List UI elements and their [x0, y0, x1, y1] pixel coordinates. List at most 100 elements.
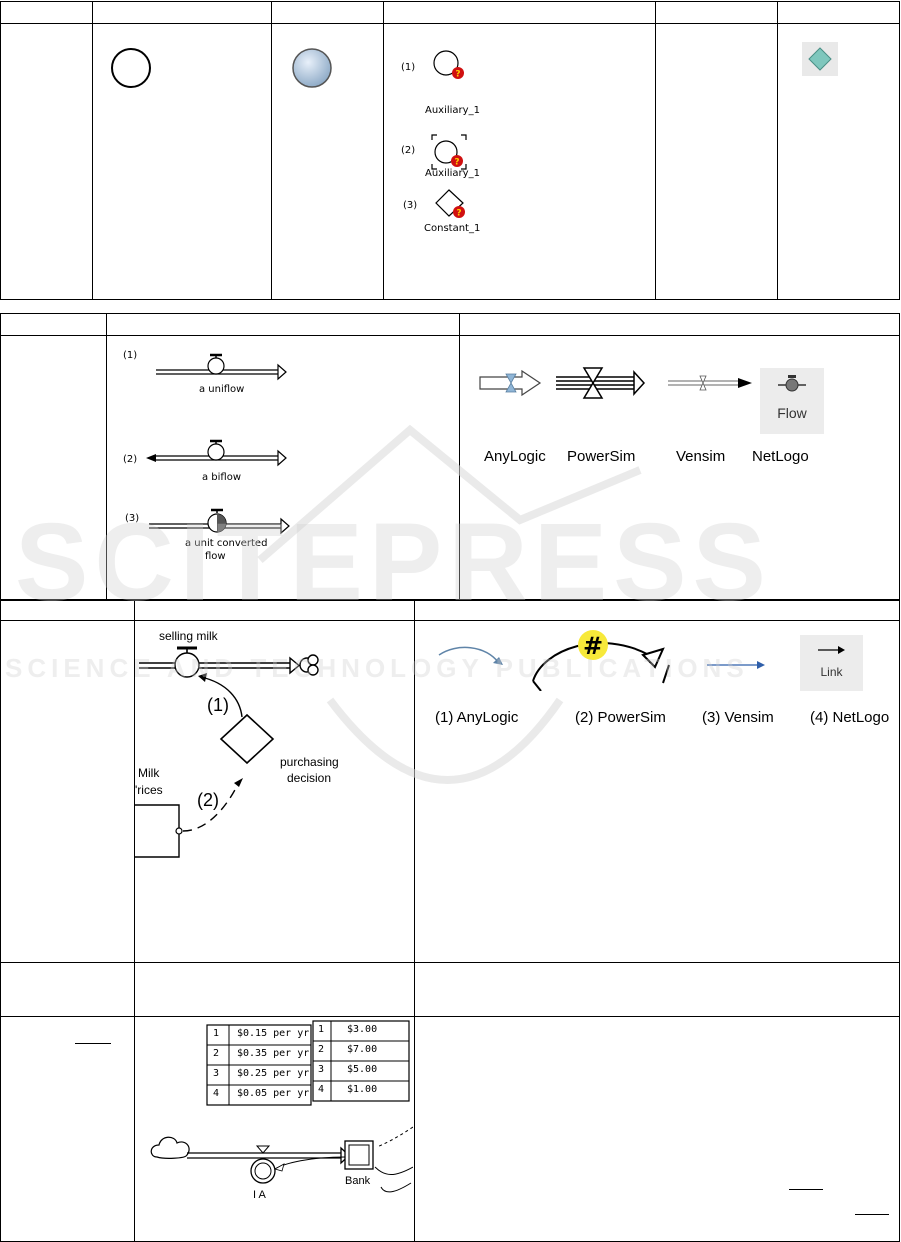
row-label-cell — [0, 23, 93, 300]
left-table-value: $0.25 per yr — [237, 1068, 310, 1079]
underline-mark — [789, 1189, 823, 1190]
header-cell — [655, 1, 778, 24]
stella-links-cell: selling milk purchasing decision Milk 'r… — [134, 620, 415, 963]
row-label-cell — [0, 620, 135, 963]
constant-help-icon: ? — [435, 189, 465, 219]
powersim-link-icon: # — [532, 630, 670, 691]
tool-links-cell: # Link (1) AnyLogic (2) PowerSim (3) Ven… — [414, 620, 900, 963]
flow-icon — [778, 375, 806, 392]
marker-3: (3) — [403, 200, 418, 211]
tool-label-vensim: (3) Vensim — [702, 709, 774, 726]
empty-cell — [414, 1016, 900, 1242]
unit-converted-flow-icon — [149, 508, 290, 535]
left-table-index: 4 — [213, 1088, 220, 1099]
auxiliary-selected-icon: ? — [431, 134, 467, 170]
tool-flows-cell: Flow AnyLogic PowerSim Vensim NetLogo — [459, 335, 900, 600]
row-label-cell — [0, 962, 135, 1017]
left-table-value: $0.15 per yr — [237, 1028, 310, 1039]
netlogo-link-label: Link — [820, 665, 843, 679]
tool-label-anylogic: AnyLogic — [484, 448, 546, 465]
uniflow-caption: a uniflow — [199, 384, 245, 395]
link-marker-2: (2) — [197, 790, 219, 810]
table-header-row — [0, 600, 900, 621]
svg-text:?: ? — [456, 209, 461, 219]
table-header-row — [0, 313, 900, 336]
auxiliary-caption: Auxiliary_1 — [425, 168, 480, 179]
table-row — [0, 962, 900, 1017]
vensim-variables-cell: (1) ? Auxiliary_1 (2) ? Auxiliary_1 (3) … — [383, 23, 656, 300]
table-row: 1 2 3 4 $0.15 per yr $0.35 per yr $0.25 … — [0, 1016, 900, 1242]
header-cell — [459, 313, 900, 336]
ia-label: I A — [253, 1189, 266, 1201]
underline-mark — [75, 1043, 111, 1044]
biflow-caption: a biflow — [202, 472, 242, 483]
table-row: (1) a uniflow (2) a biflow (3 — [0, 335, 900, 600]
table-flows: (1) a uniflow (2) a biflow (3 — [0, 313, 900, 600]
right-table-index: 4 — [318, 1084, 325, 1095]
underline-mark — [855, 1214, 889, 1215]
right-table-index: 3 — [318, 1064, 325, 1075]
unit-converted-caption-line1: a unit converted — [185, 538, 268, 549]
left-table-index: 3 — [213, 1068, 220, 1079]
auxiliary-caption: Auxiliary_1 — [425, 105, 480, 116]
graphical-function-diagram — [150, 1020, 413, 1193]
row-label-cell — [0, 335, 107, 600]
purchasing-label-line2: decision — [287, 771, 332, 785]
hash-glyph: # — [583, 632, 603, 660]
svg-text:?: ? — [454, 158, 459, 168]
netlogo-variable-cell — [777, 23, 900, 300]
empty-cell — [134, 962, 415, 1017]
anylogic-flow-icon — [479, 369, 542, 397]
right-table-value: $1.00 — [347, 1084, 378, 1095]
netlogo-flow-label: Flow — [777, 405, 807, 421]
marker-2: (2) — [123, 454, 138, 465]
tool-label-vensim: Vensim — [676, 448, 726, 465]
biflow-icon — [146, 439, 287, 467]
purchasing-label-line1: purchasing — [280, 755, 339, 769]
diamond-icon — [808, 47, 832, 71]
anylogic-link-icon — [438, 646, 503, 665]
powersim-aux-cell — [271, 23, 384, 300]
anylogic-auxiliary-icon — [111, 48, 151, 88]
auxiliary-help-icon: ? — [433, 50, 464, 80]
header-cell — [134, 600, 415, 621]
header-cell — [92, 1, 272, 24]
constant-caption: Constant_1 — [424, 223, 481, 234]
powersim-flow-icon — [556, 367, 646, 399]
right-table-value: $3.00 — [347, 1024, 378, 1035]
left-table-value: $0.05 per yr — [237, 1088, 310, 1099]
row-label-cell — [0, 1016, 135, 1242]
milk-prices-label-line1: Milk — [138, 766, 160, 780]
tool-label-netlogo: NetLogo — [752, 448, 809, 465]
marker-1: (1) — [123, 350, 138, 361]
svg-text:?: ? — [455, 70, 460, 80]
table-row: (1) ? Auxiliary_1 (2) ? Auxiliary_1 (3) … — [0, 23, 900, 300]
tool-label-powersim: PowerSim — [567, 448, 636, 465]
right-table-value: $7.00 — [347, 1044, 378, 1055]
arrow-right-icon — [818, 646, 845, 654]
right-table-value: $5.00 — [347, 1064, 378, 1075]
stella-flows-cell: (1) a uniflow (2) a biflow (3 — [106, 335, 460, 600]
left-table-index: 2 — [213, 1048, 220, 1059]
marker-1: (1) — [401, 62, 416, 73]
header-cell — [106, 313, 460, 336]
table-variables: (1) ? Auxiliary_1 (2) ? Auxiliary_1 (3) … — [0, 1, 900, 300]
right-table-index: 1 — [318, 1024, 325, 1035]
link-marker-1: (1) — [207, 695, 229, 715]
bank-label: Bank — [345, 1175, 371, 1187]
milk-prices-label-line2: 'rices — [135, 783, 163, 797]
table-row: selling milk purchasing decision Milk 'r… — [0, 620, 900, 963]
left-table-value: $0.35 per yr — [237, 1048, 310, 1059]
tool-label-anylogic: (1) AnyLogic — [435, 709, 519, 726]
tool-label-powersim: (2) PowerSim — [575, 709, 666, 726]
header-cell — [0, 313, 107, 336]
empty-cell — [414, 962, 900, 1017]
selling-milk-label: selling milk — [159, 629, 218, 643]
unit-converted-caption-line2: flow — [205, 551, 226, 562]
uniflow-icon — [156, 353, 287, 381]
marker-2: (2) — [401, 145, 416, 156]
header-cell — [777, 1, 900, 24]
vensim-link-icon — [707, 661, 765, 669]
marker-3: (3) — [125, 513, 140, 524]
table-header-row — [0, 1, 900, 24]
